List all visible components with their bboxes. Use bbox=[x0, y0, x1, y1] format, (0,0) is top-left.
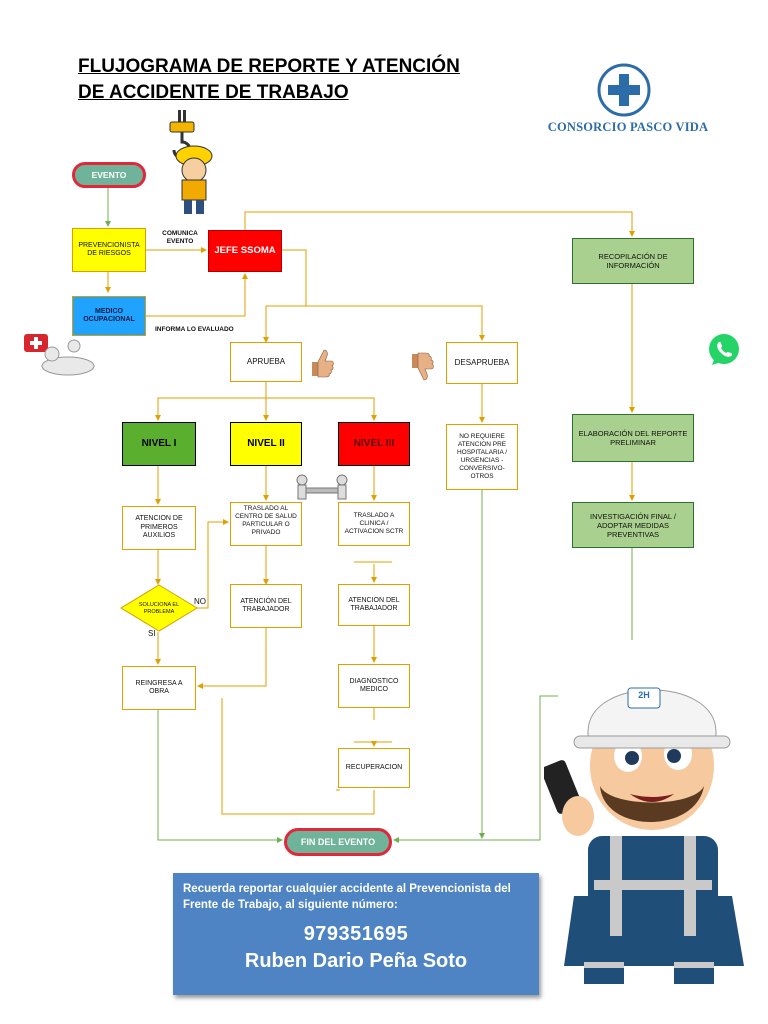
logo-text: CONSORCIO PASCO VIDA bbox=[547, 120, 709, 134]
nivel-1-node: NIVEL I bbox=[122, 422, 196, 466]
contact-banner: Recuerda reportar cualquier accidente al… bbox=[173, 873, 539, 995]
elaboracion-node: ELABORACIÓN DEL REPORTE PRELIMINAR bbox=[572, 414, 694, 462]
informa-label: INFORMA LO EVALUADO bbox=[155, 326, 234, 333]
banner-message: Recuerda reportar cualquier accidente al… bbox=[183, 883, 511, 911]
injured-person-illustration bbox=[24, 334, 95, 376]
engineer-illustration bbox=[544, 687, 744, 984]
diagnostico-node: DIAGNOSTICO MEDICO bbox=[338, 664, 410, 708]
nivel-3-node: NIVEL III bbox=[338, 422, 410, 466]
title-line-2: DE ACCIDENTE DE TRABAJO bbox=[78, 82, 349, 103]
worker-hook-illustration bbox=[169, 110, 213, 214]
banner-name: Ruben Dario Peña Soto bbox=[244, 950, 468, 972]
prevencionista-node: PREVENCIONISTA DE RIESGOS bbox=[72, 228, 146, 272]
traslado-clinica-node: TRASLADO A CLINICA / ACTIVACION SCTR bbox=[338, 502, 410, 546]
no-requiere-node: NO REQUIERE ATENCION PRE HOSPITALARIA / … bbox=[446, 424, 518, 490]
reingresa-node: REINGRESA A OBRA bbox=[122, 666, 196, 710]
jefe-ssoma-node: JEFE SSOMA bbox=[208, 230, 282, 272]
fin-evento-node: FIN DEL EVENTO bbox=[284, 828, 392, 856]
desaprueba-node: DESAPRUEBA bbox=[446, 342, 518, 384]
primeros-auxilios-node: ATENCION DE PRIMEROS AUXILIOS bbox=[122, 506, 196, 550]
si-label: SI bbox=[148, 629, 156, 638]
recuperacion-node: RECUPERACION bbox=[338, 748, 410, 788]
medico-node: MEDICO OCUPACIONAL bbox=[72, 296, 146, 336]
comunica-evento-label: COMUNICA EVENTO bbox=[162, 230, 198, 245]
thumbs-down-icon bbox=[412, 352, 434, 381]
no-label: NO bbox=[194, 597, 206, 606]
atencion-trabajador-3-node: ATENCION DEL TRABAJADOR bbox=[338, 584, 410, 626]
traslado-centro-node: TRASLADO AL CENTRO DE SALUD PARTICULAR O… bbox=[230, 502, 302, 546]
banner-phone[interactable]: 979351695 bbox=[303, 923, 409, 945]
nivel-2-node: NIVEL II bbox=[230, 422, 302, 466]
whatsapp-icon bbox=[709, 334, 739, 365]
helmet-logo-text: 2H bbox=[638, 690, 650, 700]
soluciona-label: SOLUCIONA EL PROBLEMA bbox=[138, 602, 180, 615]
evento-node: EVENTO bbox=[72, 162, 146, 188]
recopilacion-node: RECOPILACIÓN DE INFORMACIÓN bbox=[572, 238, 694, 284]
atencion-trabajador-2-node: ATENCIÓN DEL TRABAJADOR bbox=[230, 584, 302, 628]
aprueba-node: APRUEBA bbox=[230, 342, 302, 382]
title-line-1: FLUJOGRAMA DE REPORTE Y ATENCIÓN bbox=[78, 56, 460, 77]
decision-diamond bbox=[120, 584, 198, 632]
page-title: FLUJOGRAMA DE REPORTE Y ATENCIÓN DE ACCI… bbox=[78, 54, 498, 106]
medical-cross-icon bbox=[597, 63, 651, 117]
investigacion-node: INVESTIGACIÓN FINAL / ADOPTAR MEDIDAS PR… bbox=[572, 502, 694, 548]
thumbs-up-icon bbox=[312, 349, 334, 378]
stretcher-illustration bbox=[296, 474, 348, 500]
